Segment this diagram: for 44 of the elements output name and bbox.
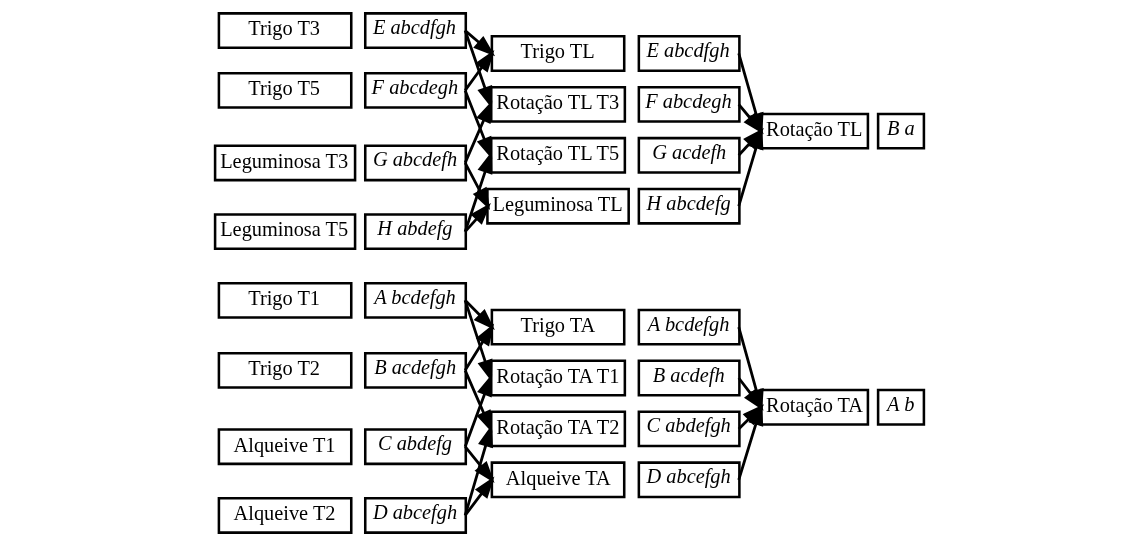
arrow bbox=[464, 445, 495, 484]
node-box: Alqueive T2 bbox=[217, 496, 353, 534]
arrow bbox=[463, 374, 493, 448]
arrow bbox=[464, 476, 495, 517]
node-box: Alqueive TA bbox=[490, 461, 626, 499]
node-box: Trigo T3 bbox=[217, 12, 353, 50]
node-box: Leguminosa TL bbox=[486, 187, 630, 225]
node-box: Trigo T2 bbox=[217, 351, 353, 389]
node-box: G acdefh bbox=[637, 136, 741, 174]
node-box: C abdefgh bbox=[637, 410, 741, 448]
node-box: H abdefg bbox=[363, 213, 468, 251]
arrow bbox=[464, 203, 491, 233]
node-box: E abcdfgh bbox=[363, 12, 468, 50]
node-box: A bcdefgh bbox=[363, 281, 468, 319]
node-box: Rotação TA T1 bbox=[489, 359, 627, 397]
node-box: B a bbox=[876, 112, 926, 150]
node-box: D abcefgh bbox=[637, 461, 741, 499]
node-box: F abcdegh bbox=[637, 85, 741, 123]
node-box: B acdefgh bbox=[363, 351, 468, 389]
node-box: Leguminosa T5 bbox=[213, 213, 357, 251]
node-box: D abcefgh bbox=[363, 496, 468, 534]
arrow bbox=[463, 323, 495, 372]
node-box: Trigo TL bbox=[490, 35, 626, 72]
node-box: A b bbox=[876, 388, 926, 426]
node-box: E abcdfgh bbox=[637, 35, 741, 72]
node-box: H abcdefg bbox=[637, 187, 741, 225]
arrow bbox=[463, 162, 491, 210]
node-box: A bcdefgh bbox=[637, 308, 741, 346]
arrow bbox=[463, 100, 493, 164]
node-box: Trigo TA bbox=[490, 308, 626, 346]
node-box: Leguminosa T3 bbox=[213, 144, 357, 182]
arrow bbox=[464, 299, 495, 331]
node-box: Trigo T5 bbox=[217, 71, 353, 109]
arrow bbox=[464, 50, 495, 92]
node-box: F abcdegh bbox=[363, 71, 468, 109]
node-box: Rotação TA T2 bbox=[489, 410, 627, 448]
node-box: G abcdefh bbox=[363, 144, 468, 182]
arrow bbox=[464, 29, 496, 57]
node-box: Rotação TL T5 bbox=[489, 136, 627, 174]
node-box: Alqueive T1 bbox=[217, 428, 353, 466]
node-box: B acdefh bbox=[637, 359, 741, 397]
node-box: C abdefg bbox=[363, 428, 468, 466]
node-box: Trigo T1 bbox=[217, 281, 353, 319]
node-box: Rotação TL T3 bbox=[489, 85, 627, 123]
